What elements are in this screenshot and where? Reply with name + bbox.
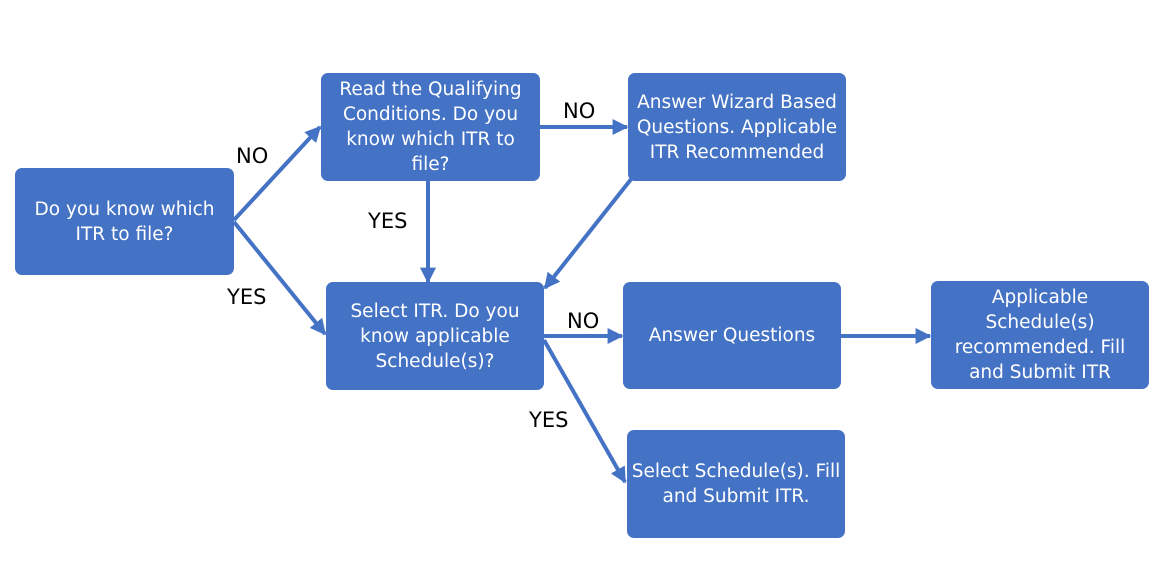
node-applicable-schedules-text: Applicable Schedule(s) recommended. Fill… [954,287,1126,383]
node-read-qualifying-conditions: Read the Qualifying Conditions. Do you k… [321,73,540,181]
node-read-qualifying-conditions-text: Read the Qualifying Conditions. Do you k… [339,79,522,175]
node-select-schedules: Select Schedule(s). Fill and Submit ITR. [627,430,845,538]
edge-label-n1-to-n4: YES [227,285,267,309]
edge-label-n2-to-n3: NO [563,99,596,123]
edge-label-n2-to-n4: YES [368,209,408,233]
edge-n3-to-n4 [543,176,634,290]
node-know-which-itr-text: Do you know which ITR to file? [34,198,215,245]
node-applicable-schedules: Applicable Schedule(s) recommended. Fill… [931,281,1149,389]
node-answer-questions-text: Answer Questions [648,325,816,346]
node-answer-wizard-questions: Answer Wizard Based Questions. Applicabl… [628,73,846,181]
edge-label-n4-to-n5: NO [567,309,600,333]
node-answer-wizard-questions-text: Answer Wizard Based Questions. Applicabl… [636,91,838,163]
node-select-itr-text: Select ITR. Do you know applicable Sched… [350,300,520,372]
node-answer-questions: Answer Questions [623,282,841,389]
edge-n1-to-n2 [232,125,322,222]
edge-label-n4-to-n7: YES [529,408,569,432]
node-select-schedules-text: Select Schedule(s). Fill and Submit ITR. [631,461,841,507]
edge-label-n1-to-n2: NO [236,144,269,168]
node-select-itr: Select ITR. Do you know applicable Sched… [326,282,544,390]
edge-n1-to-n4 [232,220,327,336]
edge-n4-to-n7 [542,339,627,484]
node-know-which-itr: Do you know which ITR to file? [15,168,234,275]
